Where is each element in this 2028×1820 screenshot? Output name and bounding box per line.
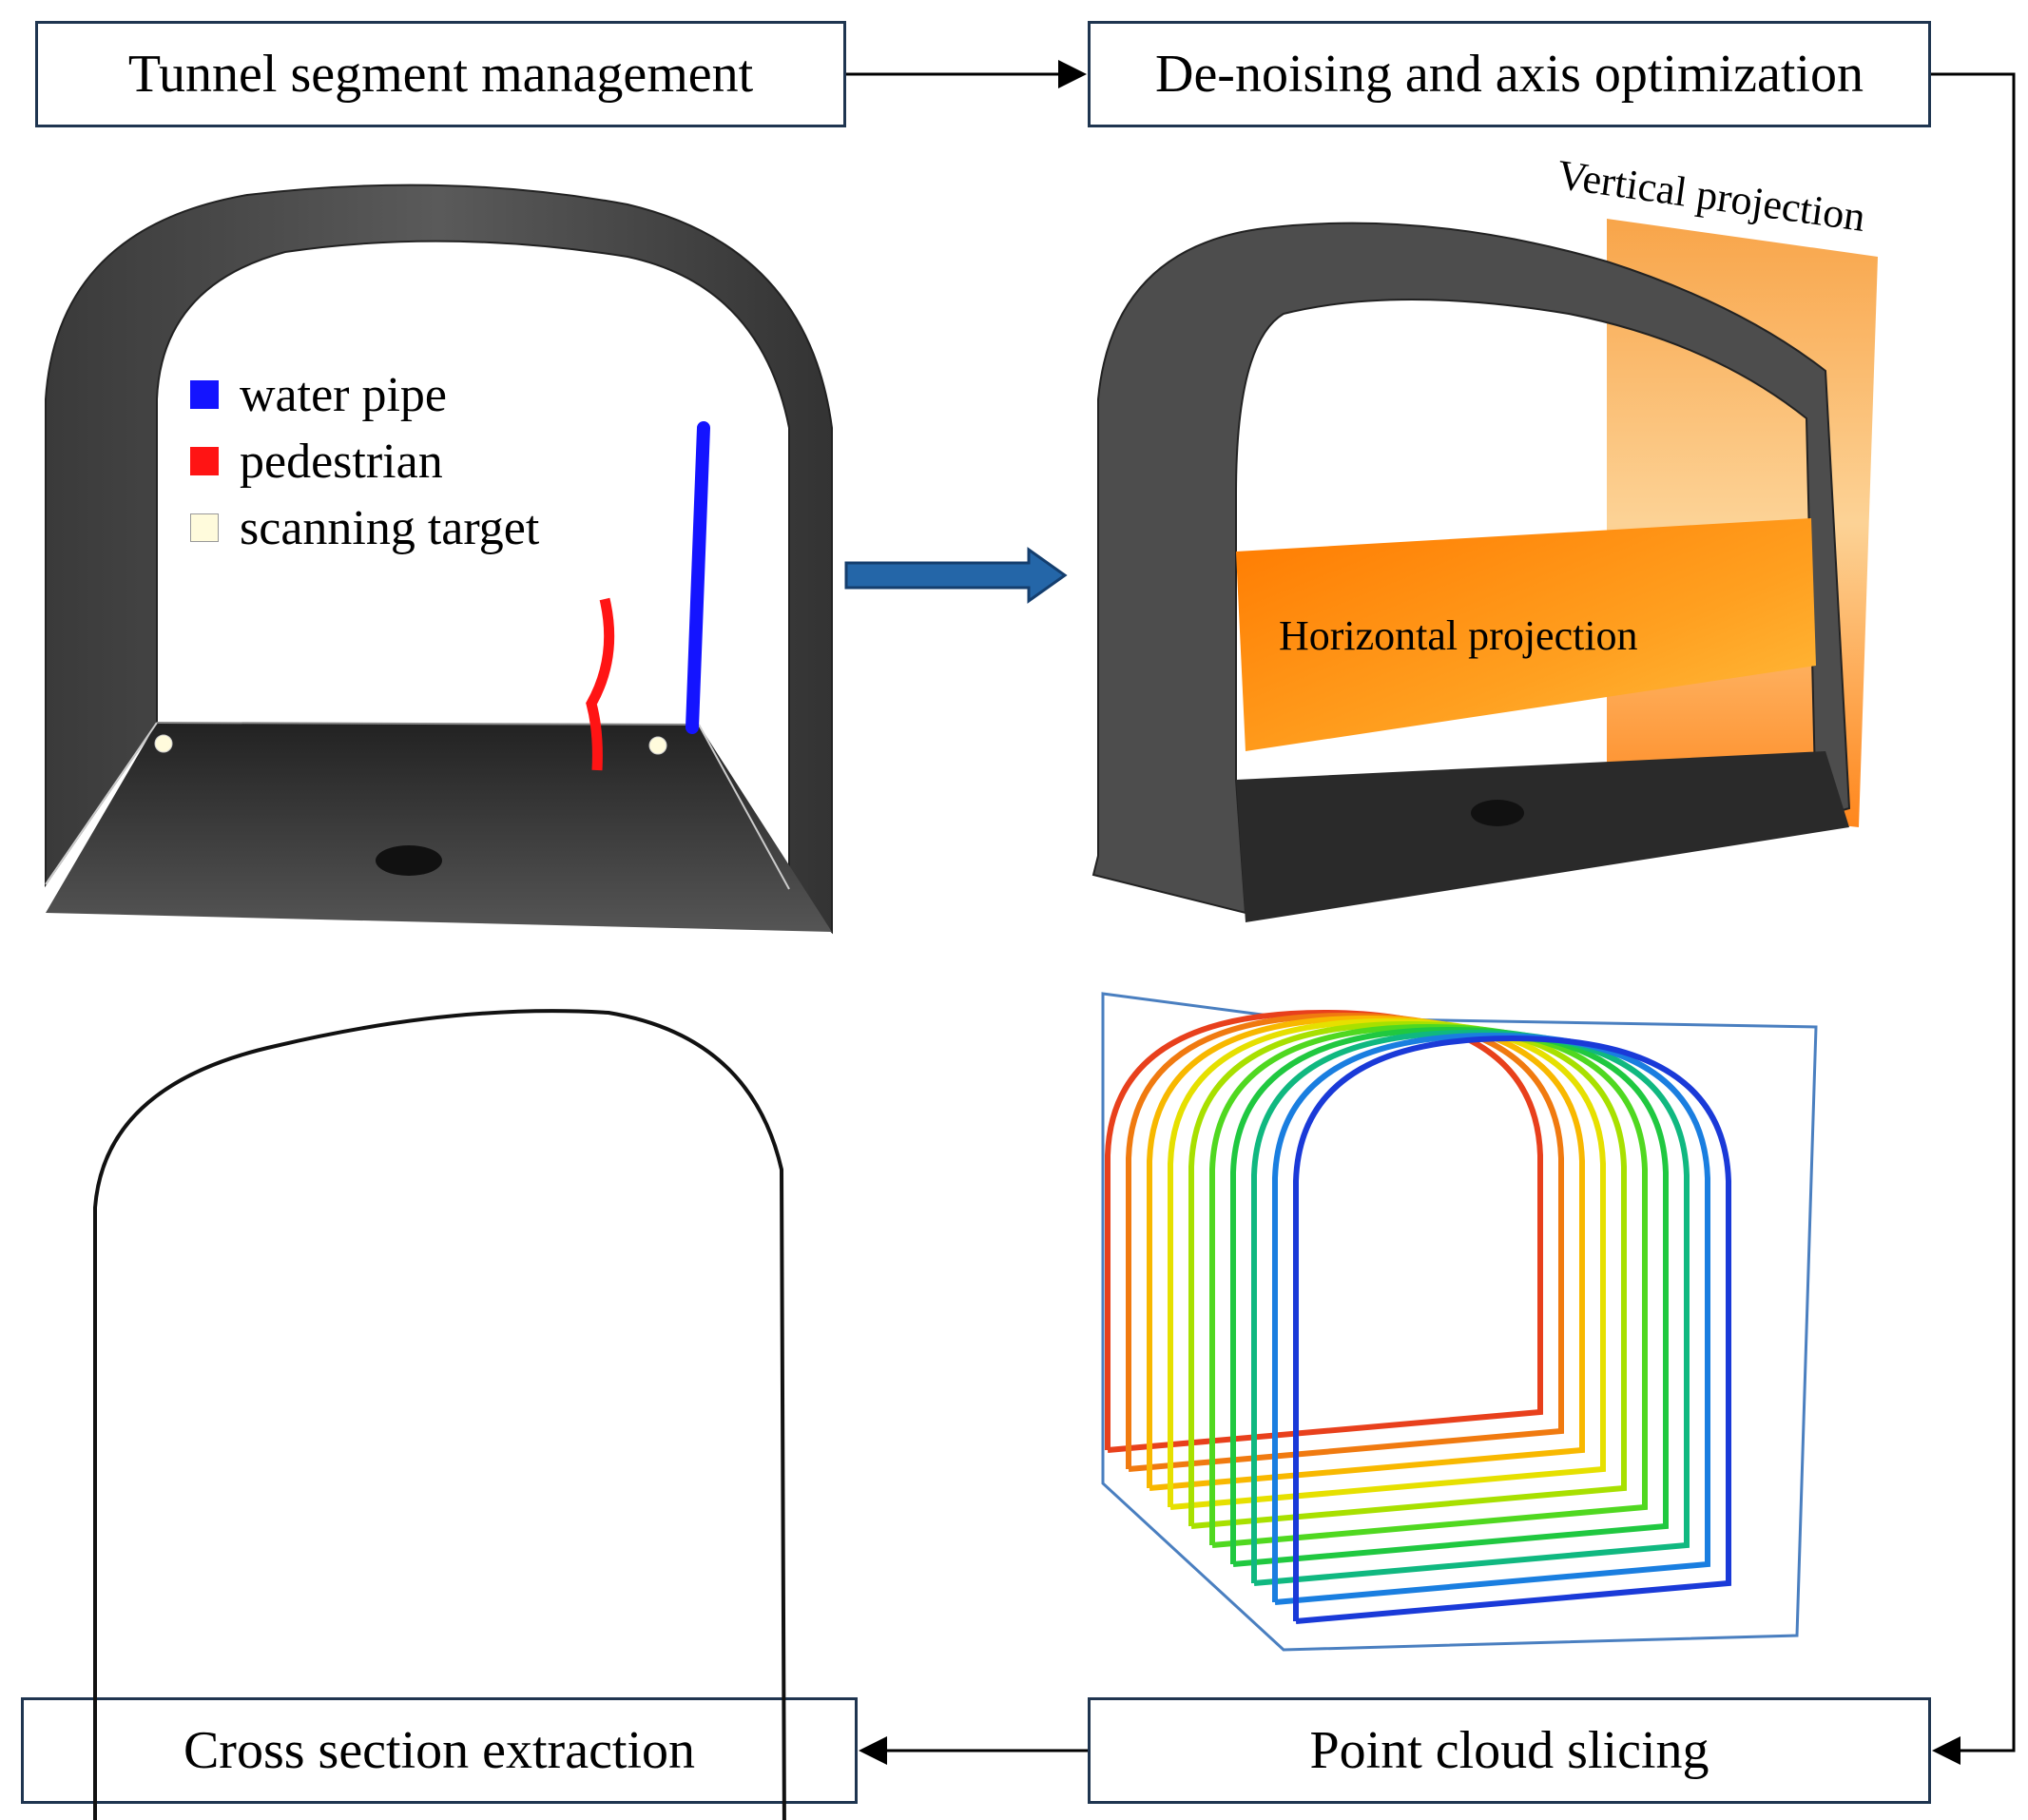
slice-ring xyxy=(1147,1015,1585,1491)
legend-label: pedestrian xyxy=(240,434,443,489)
step-box-tunnel-segment-management: Tunnel segment management xyxy=(35,21,846,127)
legend-item: pedestrian xyxy=(190,428,539,494)
legend-label: water pipe xyxy=(240,367,448,422)
step-box-denoising-axis-optimization: De-noising and axis optimization xyxy=(1088,21,1931,127)
slice-ring xyxy=(1230,1026,1669,1567)
step-box-point-cloud-slicing: Point cloud slicing xyxy=(1088,1697,1931,1804)
step-label: Cross section extraction xyxy=(183,1721,696,1780)
tunnel-point-cloud-raw xyxy=(45,184,833,935)
legend-swatch xyxy=(190,447,219,475)
legend-item: water pipe xyxy=(190,361,539,428)
slice-ring xyxy=(1251,1029,1690,1586)
legend-item: scanning target xyxy=(190,494,539,561)
step-label: De-noising and axis optimization xyxy=(1155,45,1864,104)
arrow-step2-to-step3 xyxy=(1931,72,2016,1765)
tunnel-point-cloud-projections xyxy=(1091,219,1878,922)
slice-ring xyxy=(1188,1020,1627,1529)
slice-ring xyxy=(1293,1035,1731,1624)
legend: water pipe pedestrian scanning target xyxy=(190,361,539,561)
step-box-cross-section-extraction: Cross section extraction xyxy=(21,1697,858,1804)
step-label: Tunnel segment management xyxy=(127,45,754,104)
block-arrow-right xyxy=(844,547,1068,604)
step-label: Point cloud slicing xyxy=(1309,1721,1709,1780)
slice-ring xyxy=(1209,1023,1648,1548)
slice-ring xyxy=(1272,1032,1710,1605)
horizontal-projection-label: Horizontal projection xyxy=(1279,612,1638,659)
legend-swatch xyxy=(190,513,219,542)
slice-ring xyxy=(1168,1017,1606,1510)
slice-ring xyxy=(1105,1009,1543,1453)
slice-ring xyxy=(1126,1012,1564,1472)
point-cloud-slices xyxy=(1101,992,1818,1652)
cross-section-outline xyxy=(93,1009,786,1820)
legend-label: scanning target xyxy=(240,500,540,555)
legend-swatch xyxy=(190,380,219,409)
